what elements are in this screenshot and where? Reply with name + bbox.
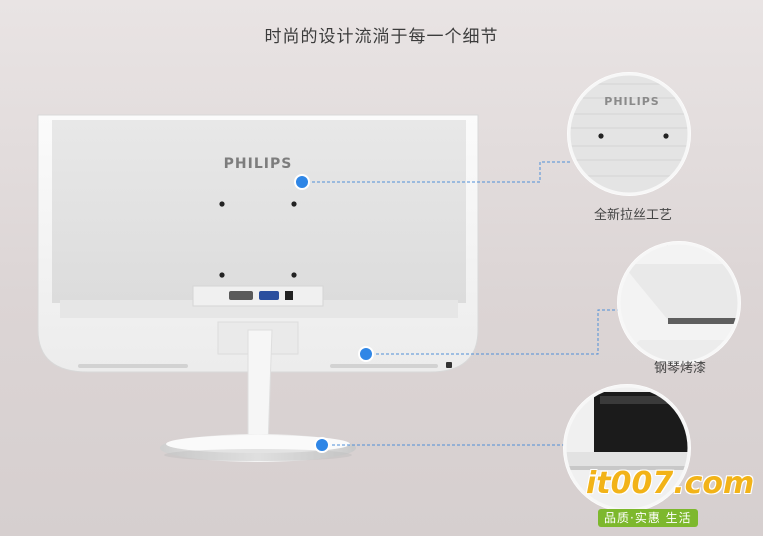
watermark-logo: it007.com	[586, 466, 755, 501]
callout-label-brushed: 全新拉丝工艺	[594, 208, 673, 223]
magnifier-circle-icon	[567, 72, 691, 196]
magnifier-circle-icon	[617, 241, 741, 365]
callout-label-piano: 钢琴烤漆	[654, 361, 707, 376]
watermark: it007.com 品质·实惠 生活	[586, 466, 758, 530]
hotspot-dot-icon[interactable]	[314, 437, 330, 453]
watermark-slogan: 品质·实惠 生活	[598, 509, 698, 527]
monitor-stand	[160, 329, 356, 462]
magnifier-circle-icon	[563, 384, 691, 512]
monitor-brand: PHILIPS	[224, 156, 293, 172]
hotspot-dot-icon[interactable]	[358, 346, 374, 362]
hotspot-dot-icon[interactable]	[294, 174, 310, 190]
magnifier-brand: PHILIPS	[604, 95, 659, 108]
monitor-back	[37, 114, 479, 373]
leader-lines	[302, 161, 618, 446]
page-title: 时尚的设计流淌于每一个细节	[264, 27, 499, 47]
